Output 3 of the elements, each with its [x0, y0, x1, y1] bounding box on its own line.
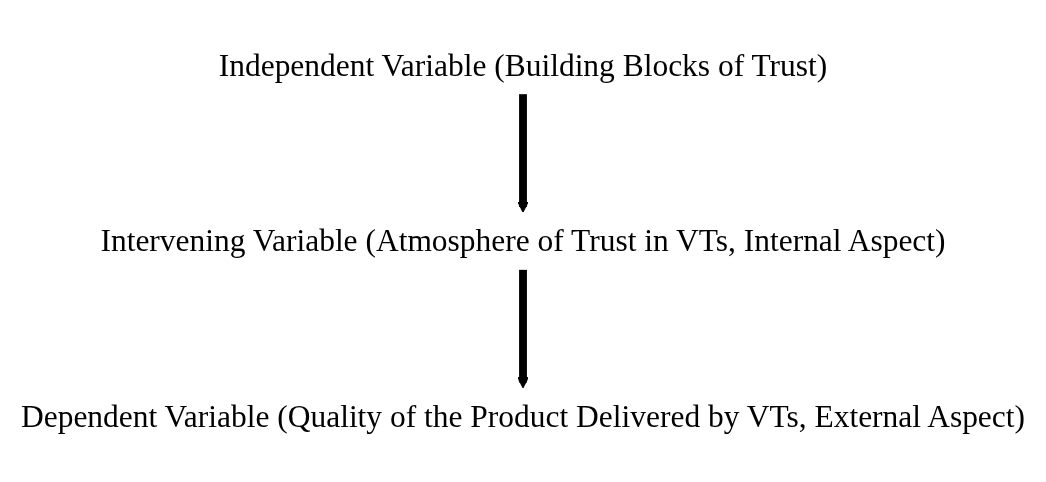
node-text: Independent Variable (Building Blocks of Trust) [218, 48, 828, 83]
node-text: Dependent Variable (Quality of the Product Delivered by VTs, External Aspect) [20, 399, 1026, 434]
node-text: Intervening Variable (Atmosphere of Trust in VTs, Internal Aspect) [100, 223, 946, 259]
